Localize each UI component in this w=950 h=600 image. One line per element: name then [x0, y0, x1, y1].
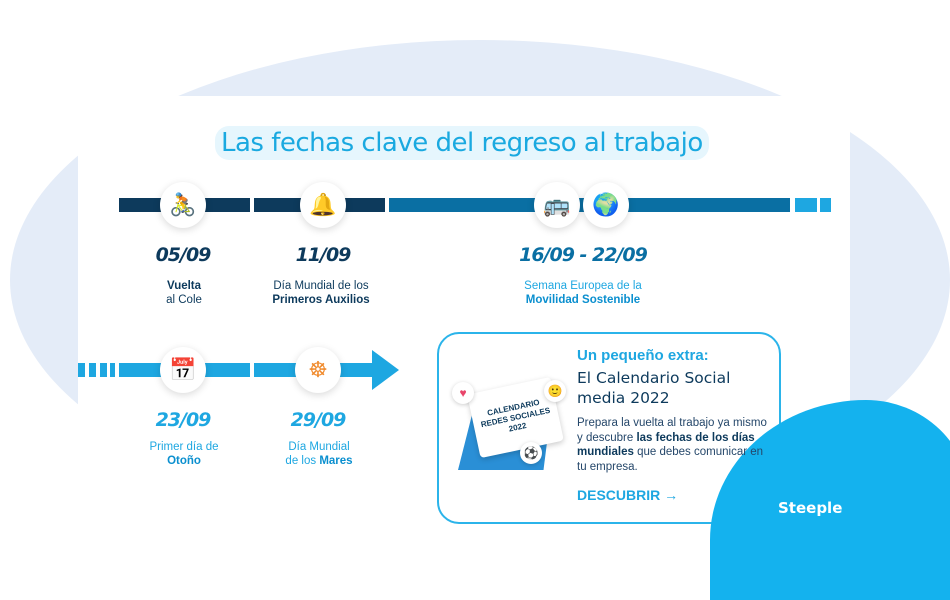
event-label-line: al Cole: [166, 294, 202, 306]
event-label: Primer día de Otoño: [94, 440, 274, 468]
event-date: 16/09 - 22/09: [519, 244, 648, 266]
calendar-illustration: CALENDARIO REDES SOCIALES 2022 ♥ 🙂 ⚽: [452, 376, 568, 470]
event-date: 11/09: [295, 244, 352, 266]
timeline-segment: [78, 363, 85, 377]
event-date: 05/09: [155, 244, 212, 266]
page-title: Las fechas clave del regreso al trabajo: [215, 126, 709, 160]
bus-icon: 🚌: [534, 182, 580, 228]
event-label-line: Día Mundial: [288, 441, 350, 453]
timeline-segment: [795, 198, 817, 212]
arrow-head-icon: [372, 350, 399, 390]
discover-link[interactable]: DESCUBRIR →: [577, 487, 679, 503]
promo-body: Prepara la vuelta al trabajo ya mismo y …: [577, 416, 772, 474]
timeline-segment: [89, 363, 96, 377]
event-label-line: de los: [285, 455, 320, 467]
timeline-segment: [100, 363, 107, 377]
event-label-line: Otoño: [167, 455, 201, 467]
promo-heading: El Calendario Social media 2022: [577, 369, 731, 407]
event-label-line: Mares: [319, 455, 353, 467]
bell-icon: 🔔: [300, 182, 346, 228]
event-label: Vuelta al Cole: [94, 279, 274, 307]
heart-icon: ♥: [452, 382, 474, 404]
event-date: 29/09: [290, 409, 347, 431]
event-label-line: Vuelta: [166, 280, 202, 292]
event-label-line: Movilidad Sostenible: [525, 294, 641, 306]
promo-body-bold: las fechas de los días mundiales: [577, 431, 755, 459]
bicycle-icon: 🚴: [160, 182, 206, 228]
promo-body-text: Prepara la vuelta al trabajo ya mismo y …: [577, 417, 767, 444]
event-label-line: Primer día de: [149, 441, 219, 453]
event-label-line: Día Mundial de los: [273, 280, 369, 292]
event-label: Semana Europea de la Movilidad Sostenible: [493, 279, 673, 307]
timeline-segment: [820, 198, 831, 212]
ship-wheel-icon: ☸: [295, 347, 341, 393]
promo-body-text: que debes comunicar en tu empresa.: [577, 446, 764, 473]
soccer-ball-icon: ⚽: [520, 442, 542, 464]
steeple-logo: Steeple: [778, 499, 843, 517]
globe-icon: 🌍: [583, 182, 629, 228]
face-icon: 🙂: [544, 380, 566, 402]
promo-kicker: Un pequeño extra:: [577, 347, 709, 364]
calendar-icon: 📅: [160, 347, 206, 393]
event-label: Día Mundial de los Mares: [229, 440, 409, 468]
timeline-segment: [110, 363, 115, 377]
event-label-line: Semana Europea de la: [524, 280, 642, 292]
event-label-line: Primeros Auxilios: [272, 294, 370, 306]
event-date: 23/09: [155, 409, 212, 431]
